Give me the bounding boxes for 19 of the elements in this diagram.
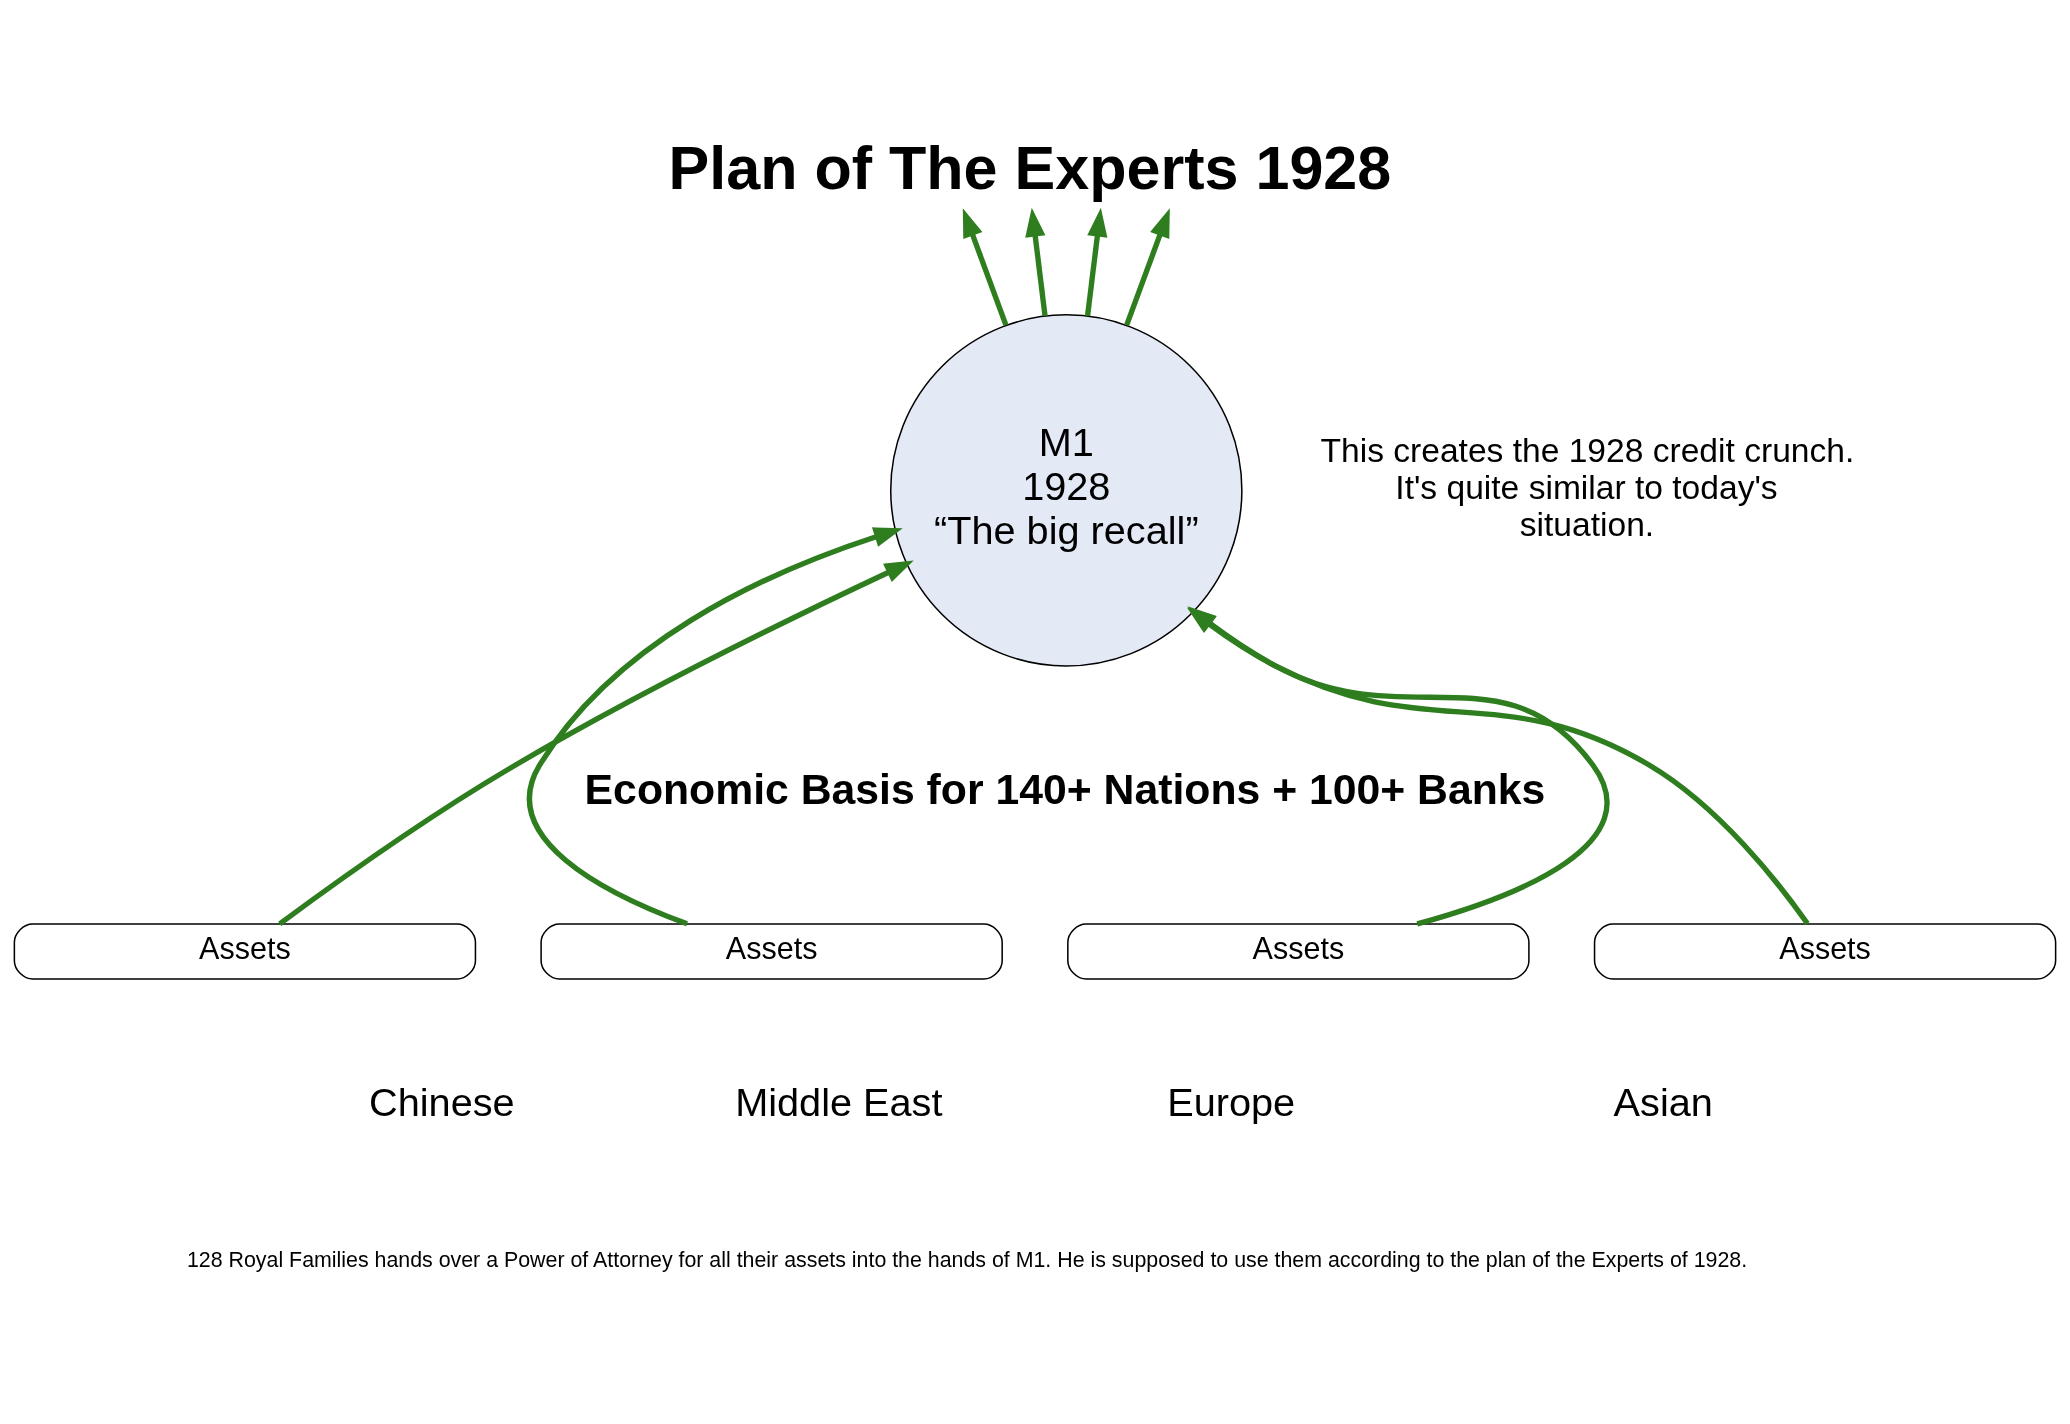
node-circle: M1 1928 “The big recall” xyxy=(889,314,1243,667)
node-box: Assets xyxy=(1067,923,1530,980)
arrow xyxy=(1084,207,1108,317)
node-label: Middle East xyxy=(735,1080,943,1125)
node-box: Assets xyxy=(1593,923,2057,980)
caption: 128 Royal Families hands over a Power of Attorney for all their assets into the hands of M1. He is supposed to use them according to the plan of the Experts of 1928. xyxy=(187,1248,1748,1273)
diagram-title: Plan of The Experts 1928 xyxy=(668,133,1392,202)
node-box: Assets xyxy=(13,923,477,980)
node-label: Europe xyxy=(1167,1080,1296,1125)
arrow xyxy=(526,527,903,927)
arrow xyxy=(1025,207,1048,317)
label: This creates the 1928 credit crunch. It's quite similar to today's situation. xyxy=(1320,432,1855,543)
arrow xyxy=(278,560,914,926)
node-label: Asian xyxy=(1613,1080,1713,1125)
label: Economic Basis for 140+ Nations + 100+ Banks xyxy=(584,765,1546,813)
node-box: Assets xyxy=(540,923,1003,980)
arrow xyxy=(962,208,1009,327)
arrow xyxy=(1124,208,1170,327)
node-label: Chinese xyxy=(369,1080,515,1125)
